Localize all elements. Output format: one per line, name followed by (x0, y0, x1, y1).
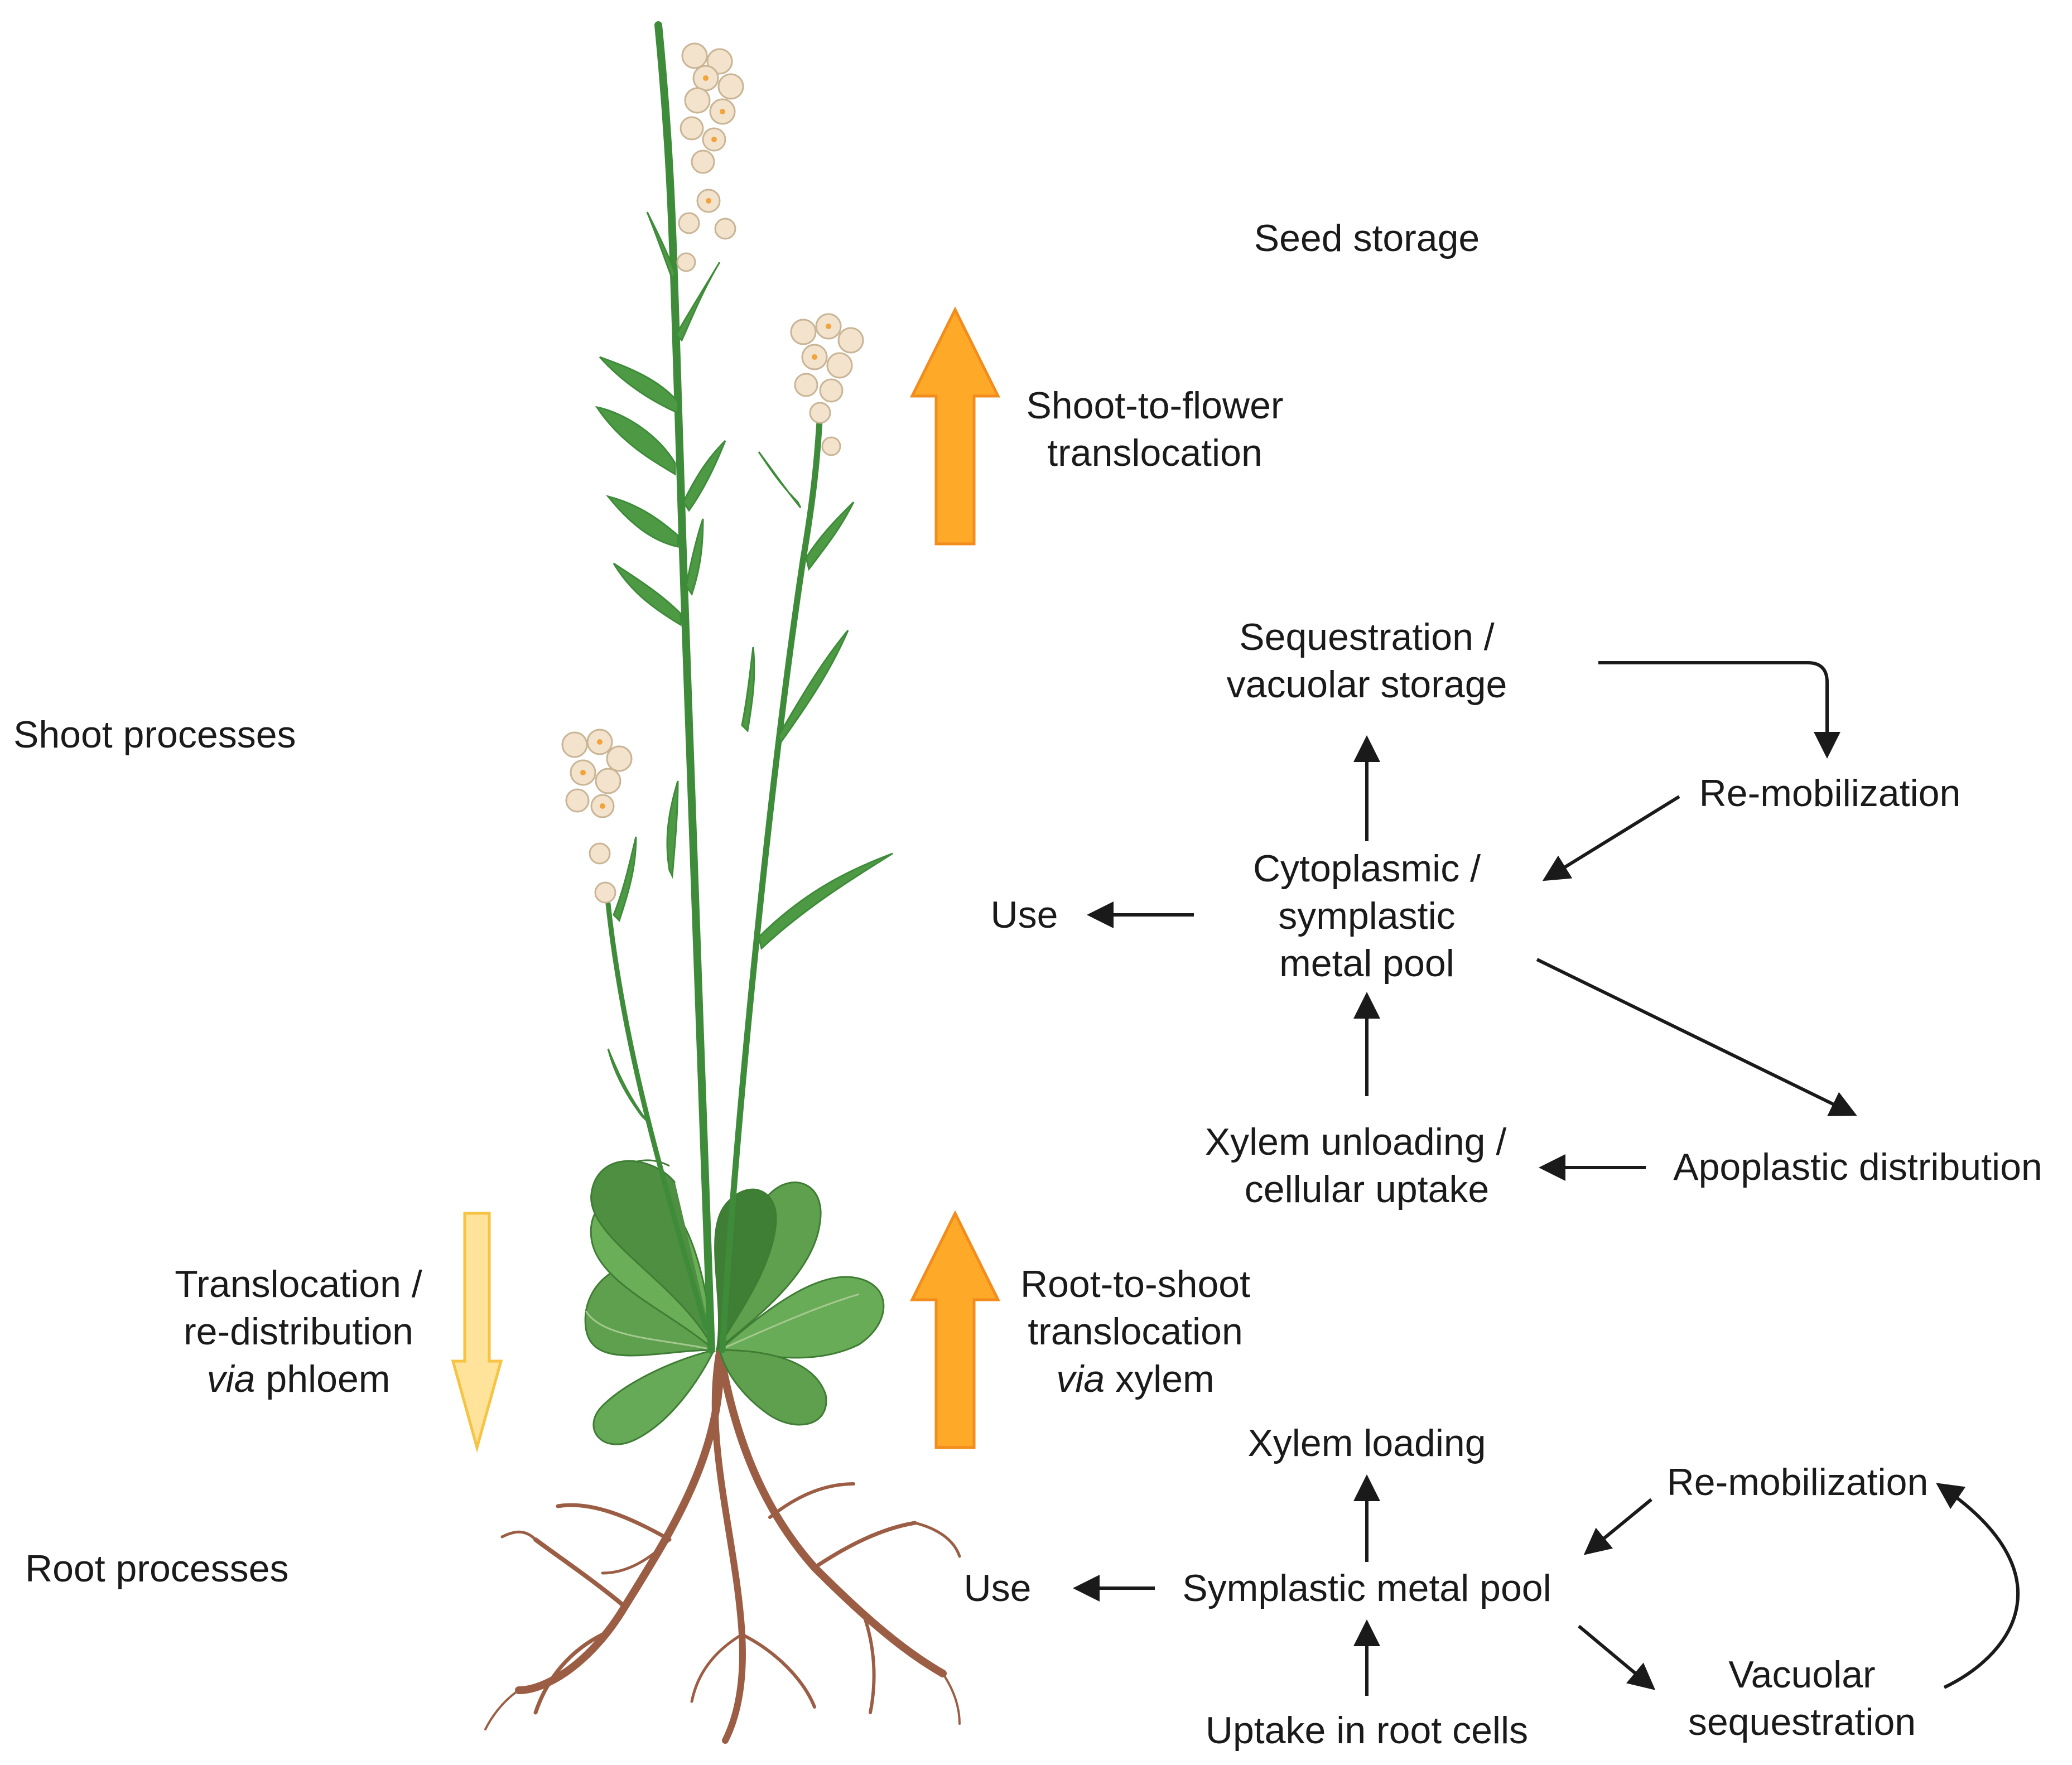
label-shoot-to-flower-2: translocation (1047, 432, 1263, 474)
flower-centers (580, 75, 831, 809)
label-transloc-3: via phloem (207, 1358, 391, 1400)
root-flow-arrows (1073, 1474, 2020, 1696)
label-shoot-processes: Shoot processes (13, 713, 296, 756)
shoot-to-flower-arrow-icon (909, 306, 1001, 546)
label-use-shoot: Use (991, 894, 1058, 936)
cauline-leaves (595, 211, 893, 1122)
label-vacuolar-2: sequestration (1688, 1701, 1916, 1743)
shoot-flow-arrows (1087, 661, 1857, 1181)
label-sequestration-1: Sequestration / (1239, 616, 1495, 658)
rosette-leaves (584, 1159, 885, 1445)
label-remob-root: Re-mobilization (1667, 1461, 1929, 1503)
flower-cluster-top (676, 42, 744, 272)
text-labels: Seed storage Shoot processes Root proces… (13, 217, 2042, 1752)
arrow-remob-to-pool (1583, 1498, 1652, 1555)
flower-cluster-left (561, 729, 633, 904)
arrow-remob-to-cyto (1542, 795, 1680, 881)
label-xylem-loading: Xylem loading (1247, 1422, 1486, 1464)
label-symplastic-pool: Symplastic metal pool (1182, 1567, 1551, 1609)
label-seed-storage: Seed storage (1254, 217, 1480, 259)
label-root-to-shoot-3: via xylem (1056, 1358, 1214, 1400)
label-cyto-1: Cytoplasmic / (1253, 847, 1481, 890)
label-apoplastic: Apoplastic distribution (1673, 1146, 2042, 1188)
label-cyto-3: metal pool (1279, 942, 1454, 985)
label-xylem-unload-1: Xylem unloading / (1205, 1121, 1507, 1163)
arrow-cyto-to-apoplastic (1536, 958, 1857, 1116)
label-shoot-to-flower-1: Shoot-to-flower (1026, 384, 1283, 427)
plant-illustration (484, 21, 961, 1744)
arrow-vacuolar-to-remob (1936, 1483, 2020, 1689)
root-system (484, 1346, 961, 1744)
label-sequestration-2: vacuolar storage (1227, 663, 1507, 706)
label-transloc-2: re-distribution (184, 1310, 413, 1353)
label-vacuolar-1: Vacuolar (1728, 1653, 1875, 1696)
stems (605, 21, 823, 1354)
label-use-root: Use (964, 1567, 1032, 1609)
label-transloc-1: Translocation / (175, 1263, 422, 1305)
root-to-shoot-arrow-icon (909, 1210, 1001, 1449)
label-root-to-shoot-2: translocation (1028, 1310, 1243, 1353)
flower-cluster-right (790, 313, 864, 456)
label-uptake-root: Uptake in root cells (1206, 1709, 1528, 1752)
label-cyto-2: symplastic (1278, 895, 1455, 937)
label-xylem-unload-2: cellular uptake (1245, 1168, 1489, 1211)
label-root-processes: Root processes (25, 1547, 288, 1590)
arrow-pool-to-vacuolar (1578, 1624, 1656, 1690)
phloem-down-arrow-icon (451, 1212, 503, 1453)
label-root-to-shoot-1: Root-to-shoot (1020, 1263, 1250, 1305)
arrow-sequestration-to-remob (1598, 661, 1840, 759)
label-remob-shoot: Re-mobilization (1699, 772, 1961, 814)
